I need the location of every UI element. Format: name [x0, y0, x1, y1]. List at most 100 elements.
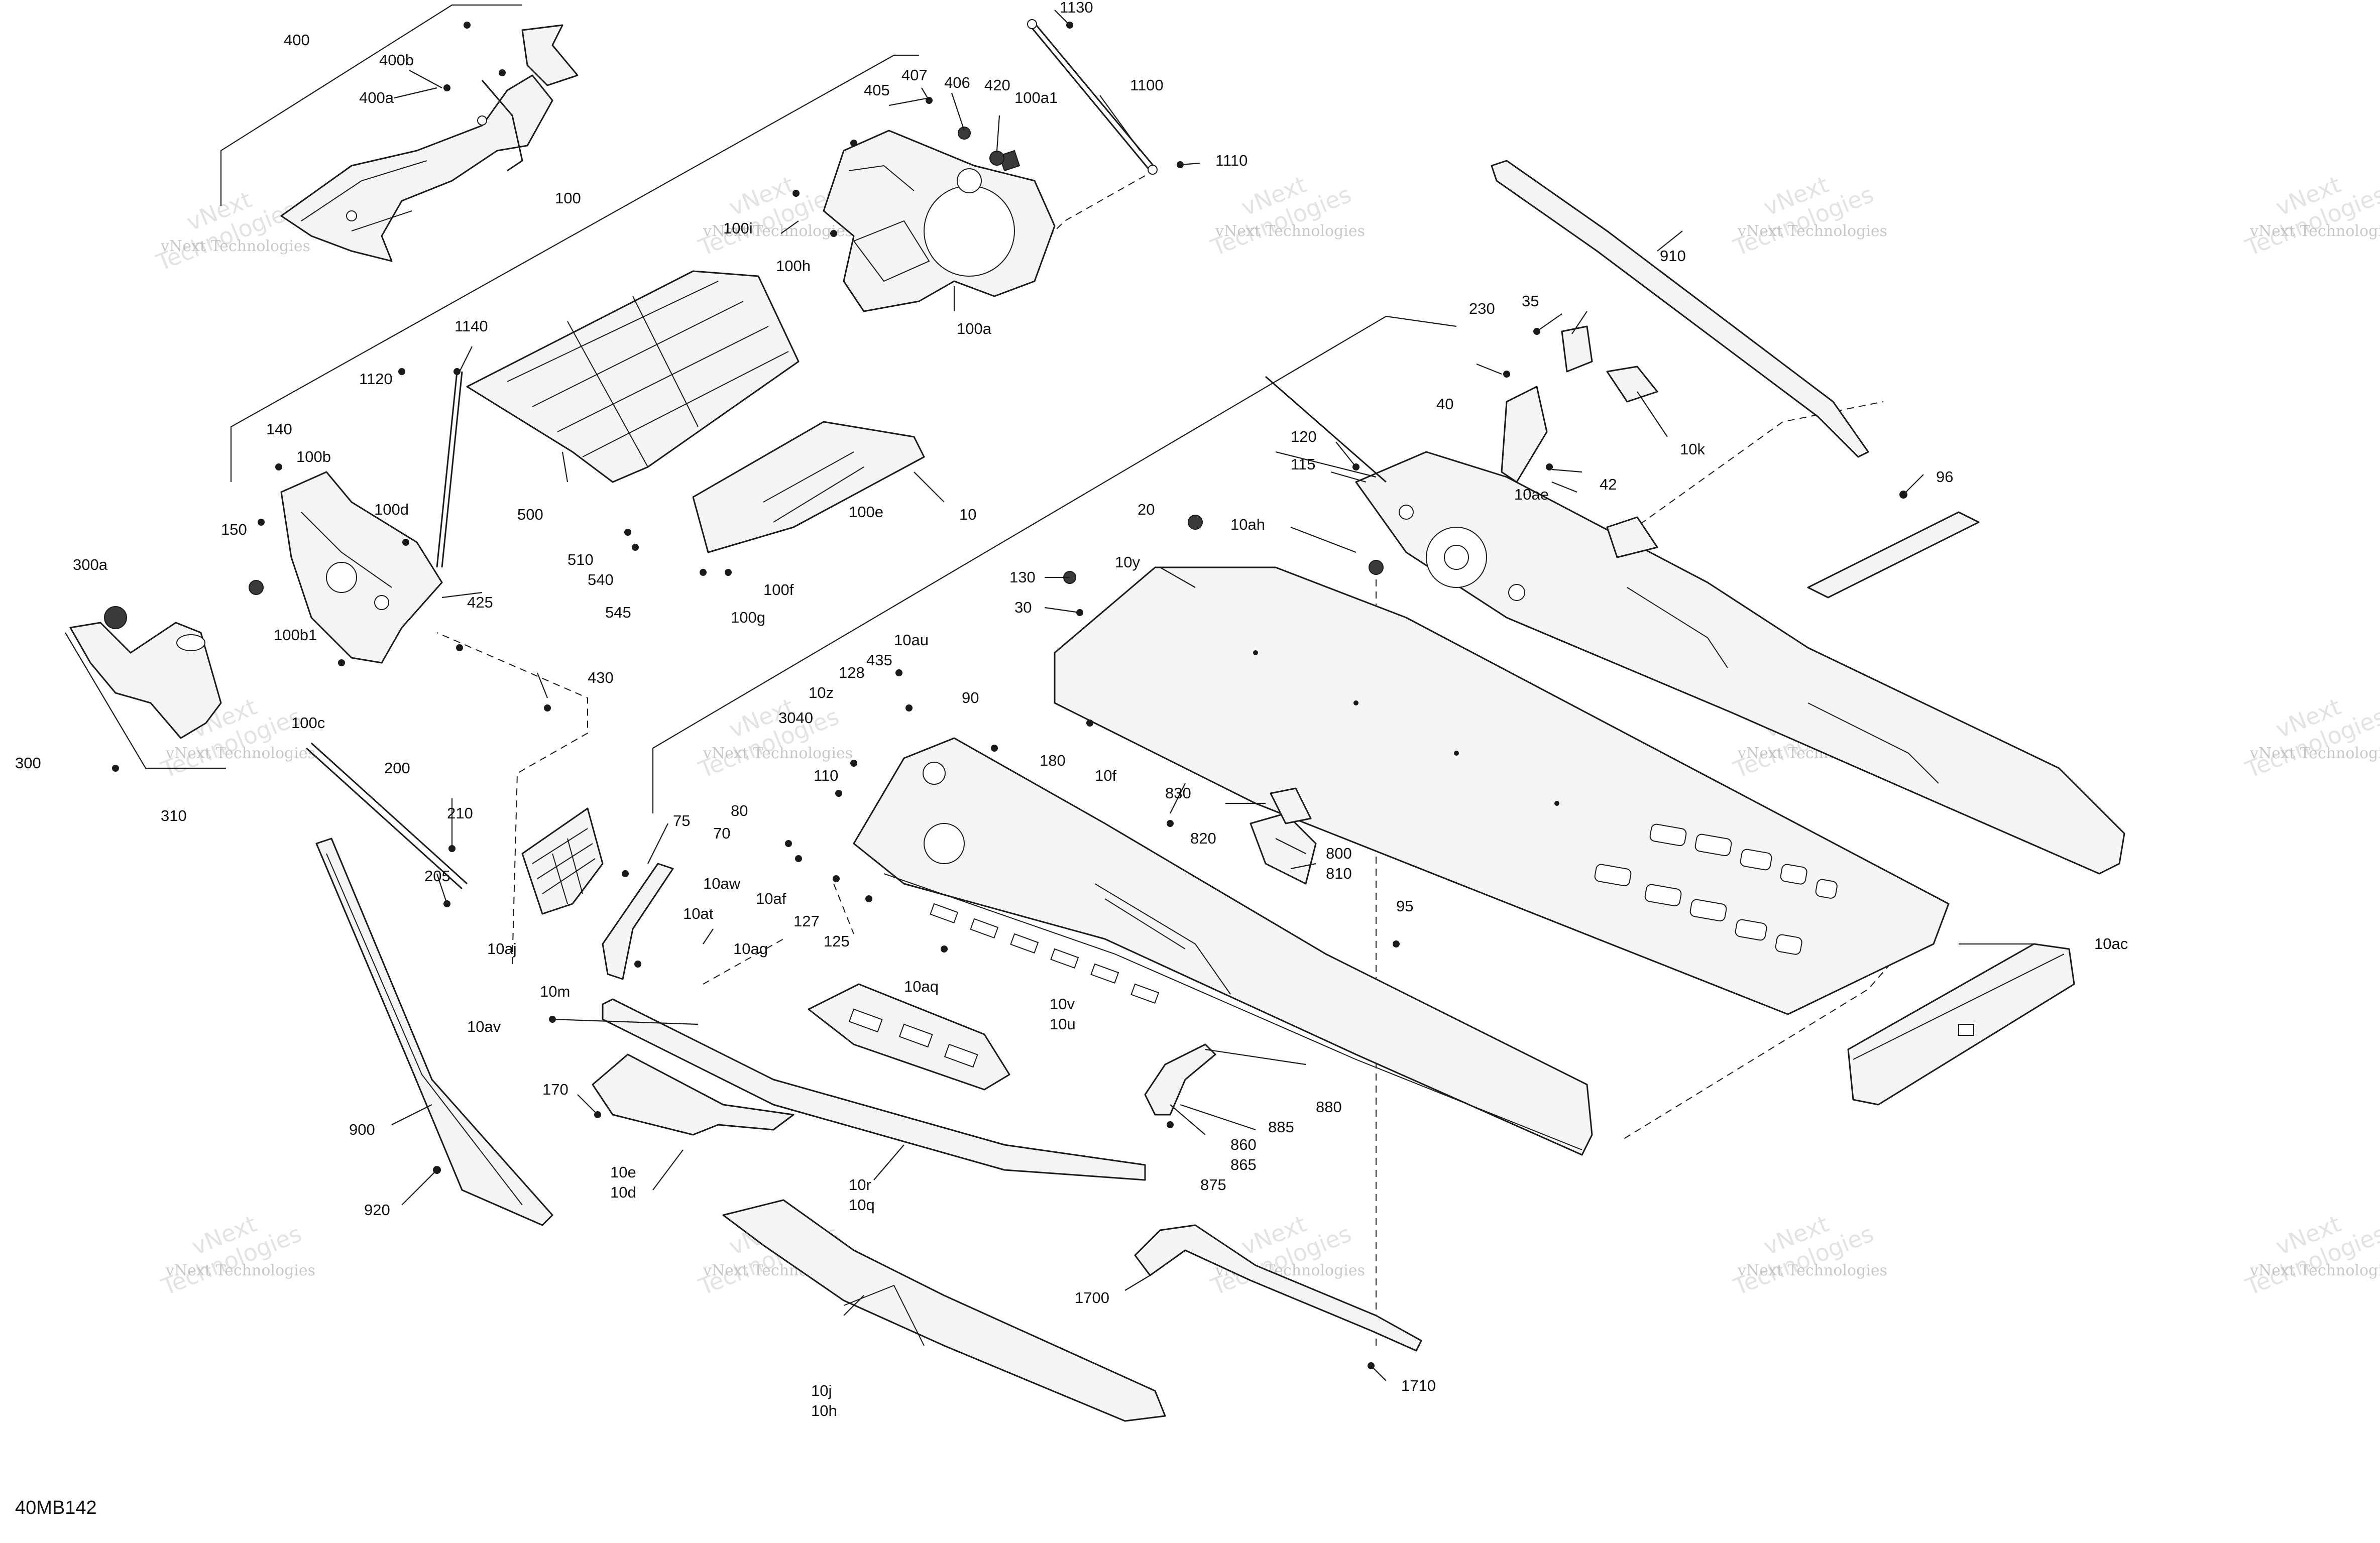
callout-label: 210 — [447, 804, 473, 822]
part-10at-bracket — [602, 863, 674, 980]
callout-label: 405 — [864, 81, 890, 99]
diagram-code: 40MB142 — [15, 1497, 97, 1518]
callout-label: 406 — [944, 74, 970, 91]
callout-label: 180 — [1040, 752, 1066, 769]
callout-label: 10aw — [703, 875, 741, 892]
callout-label: 10aj — [487, 940, 517, 958]
watermark: vNext Technologies vNext Technologies — [1207, 171, 1365, 262]
group-100-bracket — [230, 54, 919, 482]
callout-label: 10au — [894, 631, 929, 649]
callout-label: 10e — [610, 1163, 636, 1181]
callout-label: 100b1 — [274, 626, 317, 644]
part-100b-frame — [280, 371, 463, 664]
callout-label: 127 — [794, 912, 820, 930]
callout-label: 10ah — [1230, 516, 1265, 533]
group-brackets — [65, 4, 1457, 813]
callout-label: 100g — [731, 609, 765, 626]
watermark: vNext Technologies vNext Technologies — [1729, 171, 1887, 262]
callout-label: 510 — [568, 551, 594, 568]
callout-label: 10at — [683, 905, 714, 922]
part-10ae-side-frame — [1265, 376, 2125, 875]
callout-label: 10v — [1050, 995, 1075, 1013]
assembly-dash-lines — [436, 175, 1939, 1346]
watermark: vNext Technologies vNext Technologies — [2241, 1210, 2380, 1301]
fasteners — [112, 22, 1907, 1369]
part-10aj-mesh — [521, 807, 604, 915]
group-300-bracket — [65, 632, 226, 769]
callout-label: 310 — [161, 807, 187, 824]
callout-label: 42 — [1600, 476, 1617, 493]
part-1700-rail — [1134, 1224, 1422, 1352]
callout-label: 100a — [957, 320, 992, 337]
callout-label: 407 — [901, 66, 928, 84]
callout-label: 300a — [73, 556, 108, 573]
group-400-bracket — [220, 4, 522, 206]
callout-label: 10z — [809, 684, 834, 701]
callout-label: 810 — [1326, 865, 1352, 882]
part-910-rail — [1491, 160, 1869, 458]
callout-label: 875 — [1200, 1176, 1226, 1194]
callout-label: 10 — [959, 506, 976, 523]
callout-label: 1700 — [1075, 1289, 1109, 1307]
part-10e-bracket — [592, 1053, 795, 1136]
callout-label: 95 — [1396, 897, 1413, 915]
callout-label: 920 — [364, 1201, 390, 1219]
watermark: vNext Technologies vNext Technologies — [2241, 171, 2380, 262]
part-200-rod — [305, 742, 468, 890]
watermark-text: vNext Technologies — [1737, 1262, 1887, 1279]
watermark-text: vNext Technologies — [2249, 745, 2380, 762]
part-10r-strip — [602, 998, 1146, 1181]
callout-label: 910 — [1660, 247, 1686, 265]
part-10k-bracket — [1501, 325, 1658, 558]
callout-label: 130 — [1009, 568, 1036, 586]
callout-label: 75 — [673, 812, 690, 829]
part-900-rail — [315, 838, 553, 1226]
watermark-text: vNext Technologies — [165, 1262, 315, 1279]
callout-label: 96 — [1936, 468, 1953, 486]
part-100a-frame — [823, 130, 1056, 312]
callout-label: 10k — [1680, 440, 1705, 458]
callout-label: 10av — [467, 1018, 501, 1035]
callout-label: 100f — [763, 581, 794, 599]
callout-label: 820 — [1190, 829, 1216, 847]
callout-label: 170 — [542, 1081, 569, 1098]
callout-label: 10r — [849, 1176, 871, 1194]
callout-label: 400b — [379, 51, 414, 69]
callout-label: 420 — [984, 76, 1010, 94]
callout-label: 10ag — [733, 940, 768, 958]
callout-label: 125 — [824, 932, 850, 950]
callout-label: 885 — [1268, 1118, 1294, 1136]
watermark-text: vNext Technologies — [2249, 1262, 2380, 1279]
callout-label: 100h — [776, 257, 811, 275]
callout-label: 1100 — [1130, 76, 1164, 94]
part-10y-floor-plate — [1054, 566, 1950, 1015]
callout-label: 35 — [1522, 292, 1539, 310]
callout-label: 10aq — [904, 978, 939, 995]
callout-label: 30 — [1014, 599, 1032, 616]
callout-label: 100e — [849, 503, 883, 521]
callout-label: 1140 — [455, 317, 488, 335]
callout-label: 115 — [1291, 455, 1315, 473]
leader-lines — [391, 10, 2034, 1381]
callout-label: 110 — [814, 767, 838, 784]
callout-label: 10u — [1050, 1015, 1076, 1033]
callout-label: 100 — [555, 189, 581, 207]
callout-label: 400a — [359, 89, 394, 106]
watermark-text: vNext Technologies — [703, 745, 853, 762]
callout-label: 425 — [467, 594, 493, 611]
callout-label: 10q — [849, 1196, 875, 1214]
part-820-bracket — [1250, 787, 1317, 885]
vent-slots — [1594, 823, 1838, 955]
callout-label: 3040 — [778, 709, 813, 727]
callout-label: 400 — [284, 31, 310, 49]
callout-label: 10f — [1095, 767, 1116, 784]
callout-label: 10m — [540, 983, 570, 1000]
callout-label: 70 — [713, 824, 730, 842]
callout-label: 100b — [296, 448, 331, 465]
watermark: vNext Technologies vNext Technologies — [2241, 693, 2380, 784]
callout-label: 100c — [291, 714, 325, 732]
watermark-text: vNext Technologies — [1737, 222, 1887, 240]
callout-label: 100d — [374, 501, 409, 518]
part-400-bracket — [280, 24, 579, 262]
